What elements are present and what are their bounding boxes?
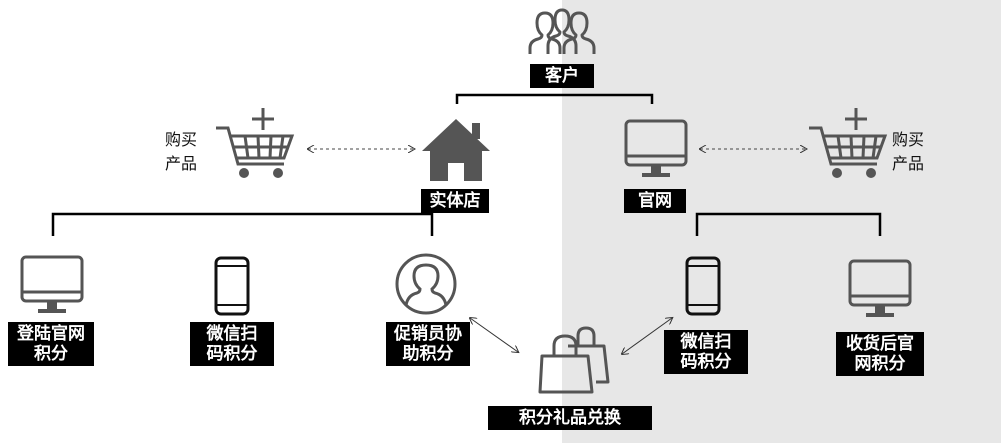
store-channel-promoter: 促销员协 助积分 [386, 322, 470, 366]
gift-arrow-left [470, 318, 518, 352]
store-channel-login-website: 登陆官网 积分 [8, 322, 94, 366]
smartphone-icon [685, 256, 721, 316]
store-label: 实体店 [421, 189, 489, 213]
house-icon [422, 119, 490, 181]
customer-label: 客户 [530, 64, 594, 88]
website-panel-background [562, 0, 1001, 443]
shopping-cart-plus-icon [809, 108, 888, 178]
monitor-icon [848, 259, 912, 317]
shopping-bags-icon [538, 326, 610, 394]
store-channel-wechat-scan: 微信扫 码积分 [190, 322, 274, 366]
store-bracket [51, 212, 434, 236]
purchase-right-label: 购买 产品 [892, 130, 925, 173]
person-icon [395, 253, 457, 315]
website-channel-after-delivery: 收货后官 网积分 [836, 332, 924, 376]
website-label: 官网 [624, 189, 686, 213]
website-bracket [695, 212, 882, 236]
gift-exchange-label: 积分礼品兑换 [488, 406, 652, 430]
people-icon [528, 8, 596, 54]
monitor-icon [20, 255, 84, 313]
shopping-cart-plus-icon [216, 108, 295, 178]
website-channel-wechat-scan: 微信扫 码积分 [664, 330, 748, 374]
monitor-icon [624, 119, 688, 177]
gift-arrow-right [622, 318, 672, 354]
purchase-left-label: 购买 产品 [165, 130, 198, 173]
smartphone-icon [214, 256, 250, 316]
customer-bracket [455, 93, 654, 104]
